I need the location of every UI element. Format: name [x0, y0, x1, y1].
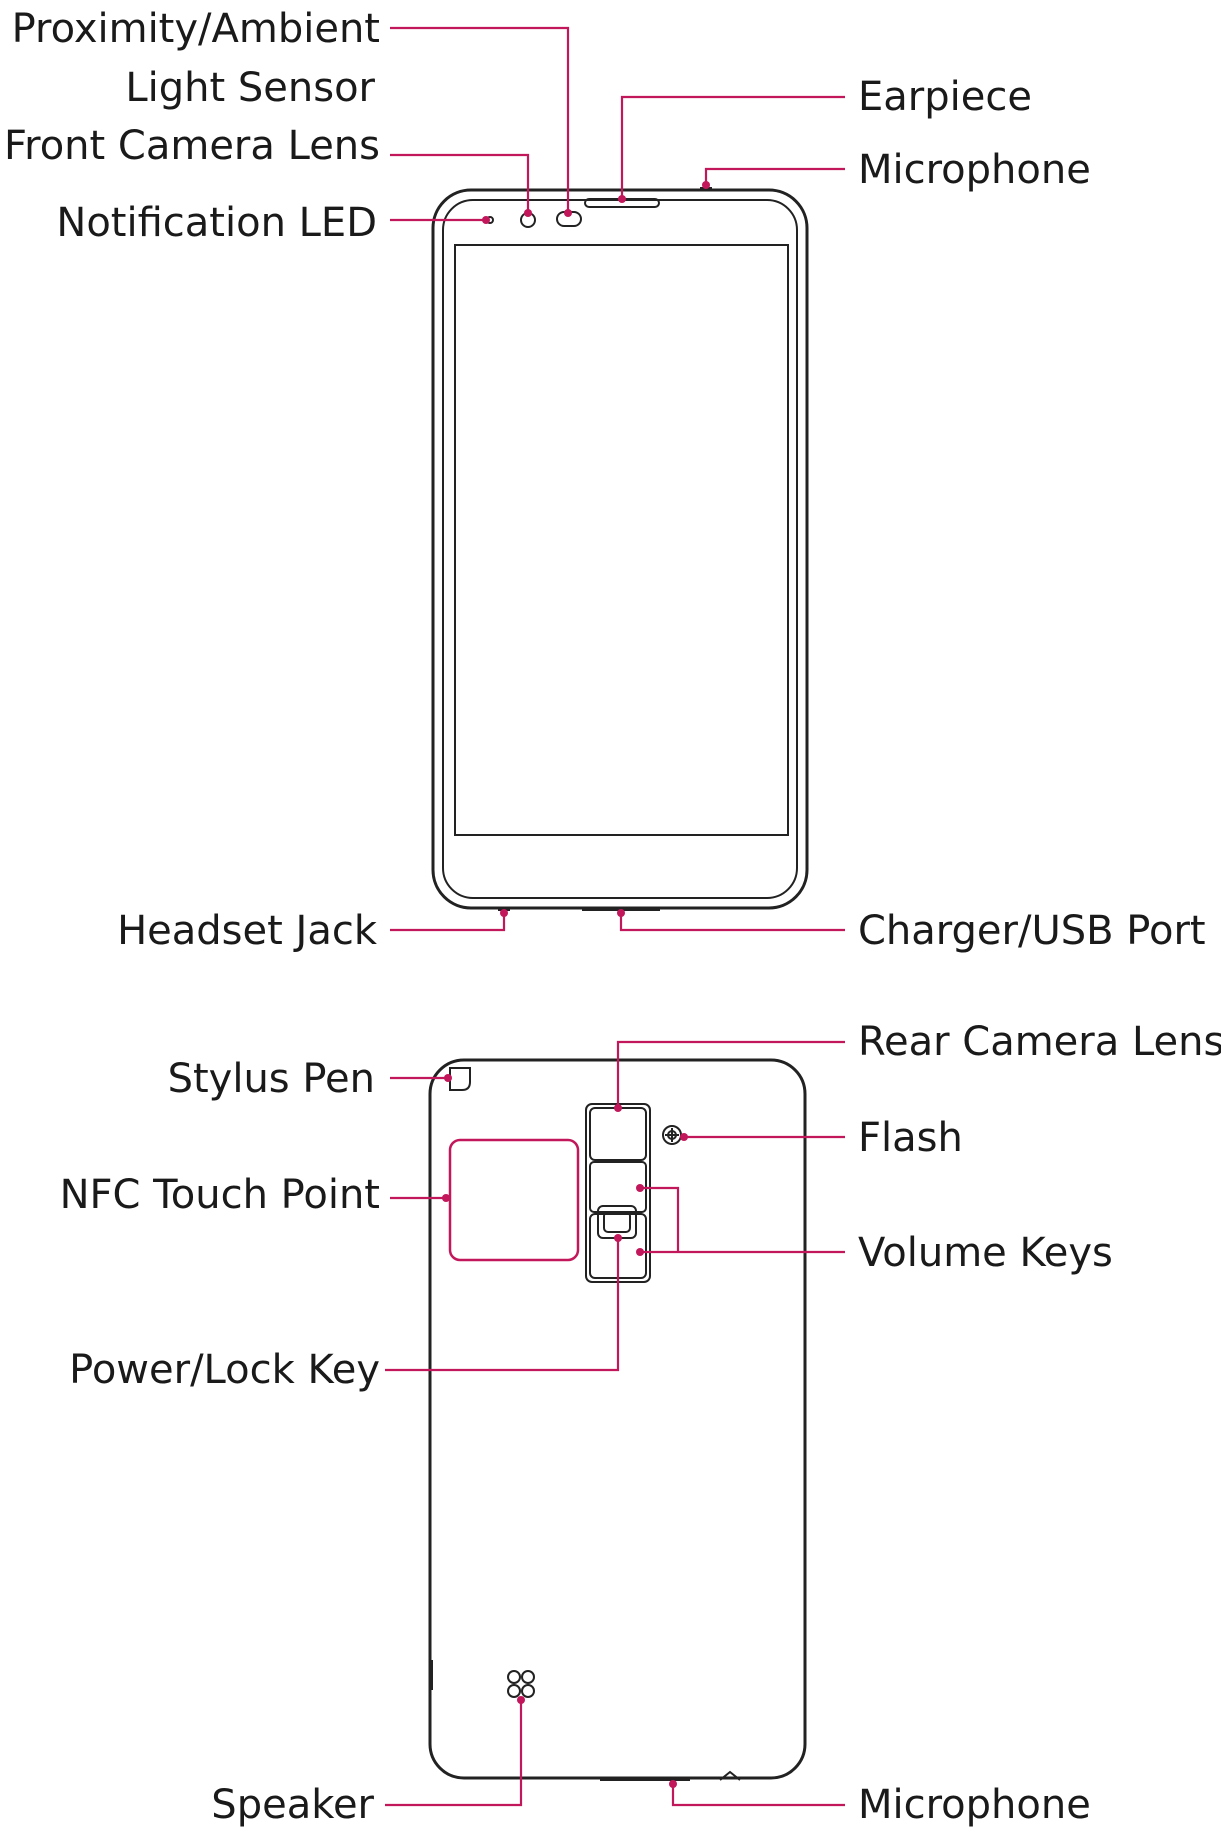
- leader-volume-up-dot: [636, 1184, 644, 1192]
- label-speaker: Speaker: [211, 1782, 374, 1828]
- label-proximity-line2: Light Sensor: [125, 65, 375, 111]
- leader-charger: [619, 914, 845, 932]
- leader-rear-camera: [616, 1040, 845, 1108]
- label-stylus-pen: Stylus Pen: [168, 1056, 375, 1102]
- power-lock-key-inner: [603, 1211, 631, 1233]
- front-phone-body: [431, 188, 809, 910]
- front-leader-lines: [390, 26, 845, 932]
- back-phone-body: [428, 1058, 807, 1780]
- back-leader-lines: [385, 1040, 845, 1807]
- stylus-slot-icon: [449, 1067, 471, 1091]
- front-phone-inner-bezel: [442, 199, 798, 899]
- front-display: [454, 244, 789, 836]
- nfc-touch-point-area: [448, 1138, 580, 1262]
- label-nfc: NFC Touch Point: [60, 1172, 380, 1218]
- leader-charger-dot: [617, 909, 625, 917]
- label-power-key: Power/Lock Key: [69, 1347, 380, 1393]
- leader-nfc-dot: [442, 1194, 450, 1202]
- leader-volume-up: [640, 1186, 680, 1252]
- leader-headset-jack-dot: [500, 909, 508, 917]
- label-flash: Flash: [858, 1115, 963, 1161]
- leader-front-camera-dot: [524, 209, 532, 217]
- label-charger-port: Charger/USB Port: [858, 908, 1206, 954]
- label-volume-keys: Volume Keys: [858, 1230, 1113, 1276]
- leader-mic-bottom: [671, 1784, 845, 1807]
- label-rear-camera: Rear Camera Lens: [858, 1019, 1221, 1065]
- leader-speaker-dot: [517, 1696, 525, 1704]
- back-view: Stylus Pen NFC Touch Point Power/Lock Ke…: [60, 1019, 1221, 1828]
- label-microphone-top: Microphone: [858, 147, 1091, 193]
- leader-mic-top-dot: [702, 181, 710, 189]
- speaker-grille-icon: [507, 1670, 535, 1698]
- leader-stylus-dot: [444, 1074, 452, 1082]
- label-notification-led: Notification LED: [56, 200, 377, 246]
- leader-volume-down-dot: [636, 1248, 644, 1256]
- leader-proximity-dot: [564, 209, 572, 217]
- label-front-camera: Front Camera Lens: [4, 123, 380, 169]
- front-view: Proximity/Ambient Light Sensor Front Cam…: [4, 6, 1206, 954]
- label-headset-jack: Headset Jack: [117, 908, 378, 954]
- leader-earpiece: [620, 95, 845, 198]
- leader-power-key: [385, 1238, 620, 1372]
- bottom-edge-mark: [719, 1770, 741, 1781]
- leader-mic-top: [704, 167, 845, 184]
- leader-rear-camera-dot: [614, 1104, 622, 1112]
- flash-icon: [662, 1125, 682, 1145]
- leader-mic-bottom-dot: [669, 1780, 677, 1788]
- label-earpiece: Earpiece: [858, 74, 1032, 120]
- leader-power-key-dot: [614, 1234, 622, 1242]
- label-proximity-line1: Proximity/Ambient: [12, 6, 380, 52]
- leader-proximity: [390, 26, 570, 212]
- leader-earpiece-dot: [618, 195, 626, 203]
- label-microphone-bottom: Microphone: [858, 1782, 1091, 1828]
- leader-notification-led-dot: [482, 216, 490, 224]
- leader-speaker: [385, 1700, 523, 1807]
- leader-headset-jack: [390, 914, 506, 932]
- leader-flash-dot: [680, 1133, 688, 1141]
- rear-camera-window: [589, 1107, 647, 1161]
- leader-front-camera: [390, 153, 530, 212]
